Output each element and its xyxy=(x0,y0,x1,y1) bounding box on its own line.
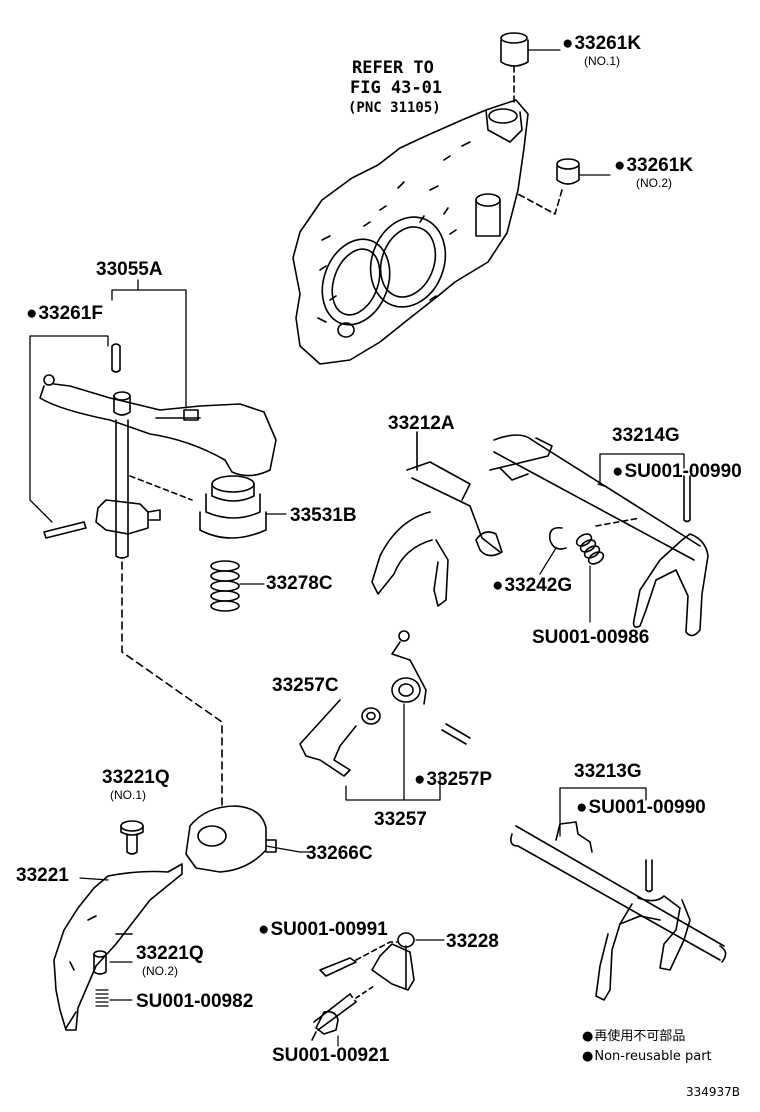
label-33212a[interactable]: 33212A xyxy=(388,413,455,434)
pin-33221q-no1-drawing xyxy=(120,820,144,855)
label-33266c[interactable]: 33266C xyxy=(306,843,373,864)
label-33257[interactable]: 33257 xyxy=(374,809,427,830)
label-33214g[interactable]: 33214G xyxy=(612,425,680,446)
label-33221q-no2-sub: (NO.2) xyxy=(142,964,178,978)
lever-33221-drawing xyxy=(53,863,183,1031)
label-33257c[interactable]: 33257C xyxy=(272,675,339,696)
label-33261k-no1[interactable]: 33261K xyxy=(562,34,641,53)
shift-lever-assy-drawing xyxy=(39,343,277,559)
label-33055a[interactable]: 33055A xyxy=(96,259,163,280)
snap-ring-33242g-drawing xyxy=(539,526,567,575)
label-su001-00990-lower[interactable]: SU001-00990 xyxy=(576,798,705,817)
label-33213g[interactable]: 33213G xyxy=(574,761,642,782)
refer-note-line3: (PNC 31105) xyxy=(348,100,441,116)
figure-code: 334937B xyxy=(686,1085,741,1099)
fork-shaft-33214g-drawing xyxy=(489,434,709,637)
label-33531b[interactable]: 33531B xyxy=(290,505,357,526)
legend-japanese: 再使用不可部品 xyxy=(582,1030,685,1043)
label-33221q-no1-sub: (NO.1) xyxy=(110,788,146,802)
label-su001-00990-upper[interactable]: SU001-00990 xyxy=(612,462,741,481)
label-33221[interactable]: 33221 xyxy=(16,865,69,886)
refer-note-line1: REFER TO xyxy=(352,58,434,78)
label-su001-00986[interactable]: SU001-00986 xyxy=(532,627,650,648)
fork-33212a-drawing xyxy=(371,431,503,607)
label-33261k-no2[interactable]: 33261K xyxy=(614,156,693,175)
label-33221q-no1[interactable]: 33221Q xyxy=(102,767,170,788)
label-33278c[interactable]: 33278C xyxy=(266,573,333,594)
transmission-case-drawing xyxy=(292,99,529,365)
label-su001-00982[interactable]: SU001-00982 xyxy=(136,991,254,1012)
refer-note-line2: FIG 43-01 xyxy=(350,78,443,98)
label-su001-00921[interactable]: SU001-00921 xyxy=(272,1045,390,1066)
seat-33531b-drawing xyxy=(199,475,287,539)
label-33221q-no2[interactable]: 33221Q xyxy=(136,943,204,964)
fork-shaft-33213g-drawing xyxy=(510,787,727,1001)
label-33261k-no2-sub: (NO.2) xyxy=(636,176,672,190)
pin-33221q-no2-drawing xyxy=(93,950,133,975)
spring-su001-00982-drawing xyxy=(95,989,133,1007)
bush-33261k-no1-drawing xyxy=(500,32,561,107)
legend-non-reusable: Non-reusable part xyxy=(582,1050,711,1063)
label-33257p[interactable]: 33257P xyxy=(414,770,492,789)
spring-su001-00986-drawing xyxy=(575,533,605,623)
lever-33257-drawing xyxy=(299,630,471,801)
label-33261f[interactable]: 33261F xyxy=(26,304,102,323)
label-33228[interactable]: 33228 xyxy=(446,931,499,952)
housing-33266c-drawing xyxy=(185,805,313,873)
spring-33278c-drawing xyxy=(210,560,265,612)
bush-33261k-no2-drawing xyxy=(517,158,611,215)
label-su001-00991[interactable]: SU001-00991 xyxy=(258,920,387,939)
label-33261k-no1-sub: (NO.1) xyxy=(584,54,620,68)
label-33242g[interactable]: 33242G xyxy=(492,576,572,595)
plate-33228-drawing xyxy=(311,932,445,1047)
